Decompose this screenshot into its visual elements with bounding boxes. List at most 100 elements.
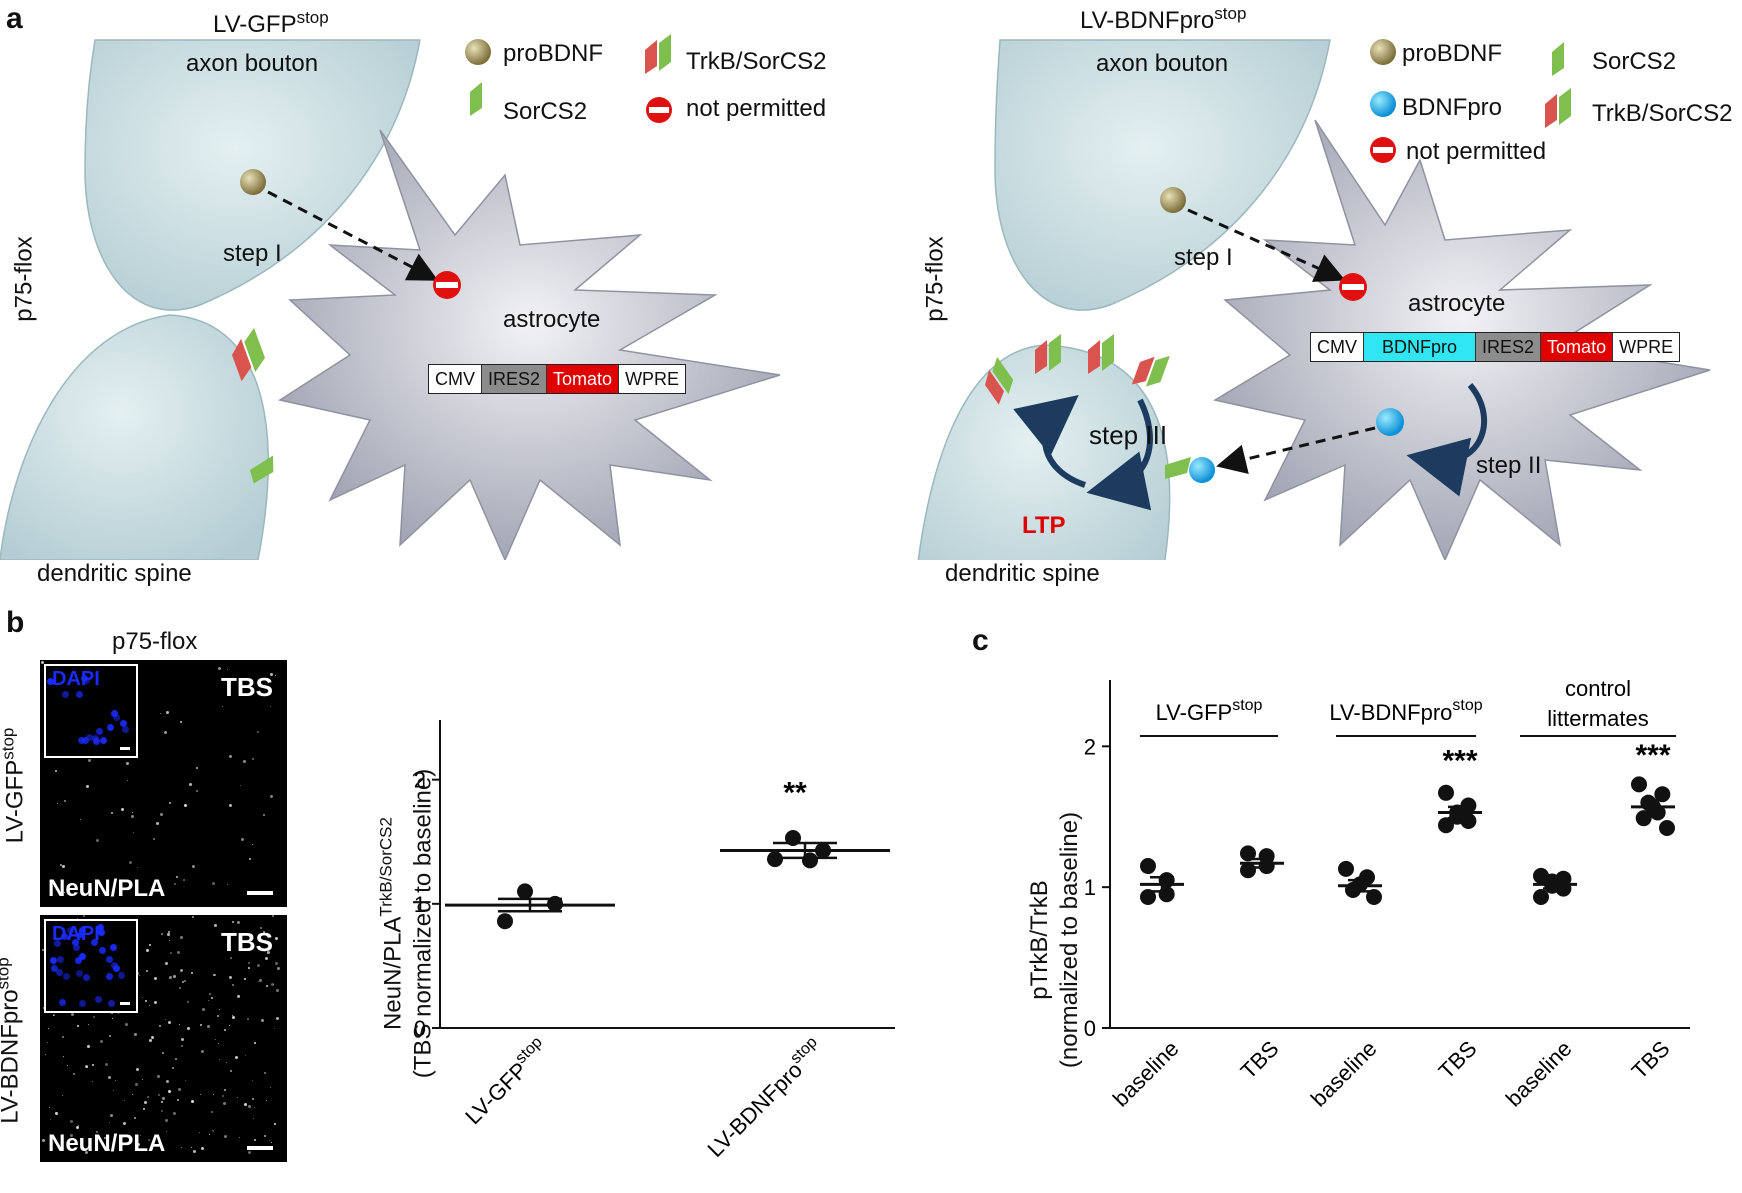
pla-speckle (272, 915, 274, 917)
pla-speckle (108, 1149, 110, 1151)
pla-speckle (162, 1097, 165, 1100)
dapi-nucleus (50, 957, 57, 964)
legend-left-trkb-sorcs2-icon (645, 34, 671, 74)
pla-speckle (42, 949, 44, 951)
pla-speckle (50, 1119, 51, 1120)
left-sorcs2-receptor-icon (250, 455, 274, 484)
pla-speckle (244, 1103, 247, 1106)
pla-speckle (196, 767, 198, 769)
construct-cmv: CMV (429, 365, 482, 393)
pla-speckle (83, 915, 85, 917)
pla-speckle (90, 889, 92, 891)
construct-wpre: WPRE (1613, 333, 1680, 361)
pla-speckle (139, 975, 140, 976)
legend-left-probdnf-label: proBDNF (503, 40, 604, 67)
pla-speckle (248, 967, 250, 969)
neun-pla-label: NeuN/PLA (48, 1130, 166, 1157)
dapi-nucleus (72, 939, 79, 946)
dapi-nucleus (54, 940, 61, 947)
pla-speckle (162, 1052, 164, 1054)
pla-speckle (149, 1005, 150, 1006)
dapi-nucleus (61, 933, 68, 940)
pla-speckle (100, 1040, 103, 1043)
right-step2-release-arrow (1216, 426, 1376, 474)
pla-speckle (185, 1080, 186, 1081)
pla-speckle (219, 1009, 220, 1010)
dapi-nucleus (86, 734, 93, 741)
dapi-nucleus (122, 726, 129, 733)
pla-speckle (229, 1025, 230, 1026)
pla-speckle (154, 977, 157, 980)
pla-speckle (218, 1043, 219, 1044)
pla-speckle (199, 1132, 200, 1133)
data-point (1438, 817, 1454, 834)
group-label: LV-BDNFprostop (1329, 697, 1482, 725)
pla-speckle (168, 1090, 171, 1093)
dapi-nucleus (67, 927, 74, 934)
pla-speckle (110, 1114, 113, 1117)
pla-speckle (135, 1083, 138, 1086)
pla-speckle (64, 892, 65, 893)
pla-speckle (143, 1108, 145, 1110)
pla-speckle (161, 933, 163, 935)
pla-speckle (263, 931, 265, 933)
pla-speckle (265, 957, 268, 960)
pla-speckle (227, 934, 229, 936)
pla-speckle (191, 1147, 192, 1148)
pla-speckle (189, 783, 192, 786)
pla-speckle (165, 1119, 168, 1122)
pla-speckle (229, 976, 232, 979)
pla-speckle (214, 924, 217, 927)
pla-speckle (53, 1014, 55, 1016)
right-axon-bouton-label: axon bouton (1096, 50, 1229, 77)
right-not-permitted-icon (1339, 273, 1367, 301)
pla-speckle (271, 983, 274, 986)
dapi-nucleus (59, 999, 66, 1006)
pla-speckle (124, 1100, 125, 1101)
pla-speckle (55, 1112, 58, 1115)
pla-speckle (227, 669, 228, 670)
pla-speckle (99, 883, 101, 885)
y-tick-label: 2 (414, 768, 426, 793)
pla-speckle (276, 1017, 279, 1020)
left-dendritic-spine-label: dendritic spine (37, 560, 192, 587)
pla-speckle (187, 1027, 190, 1030)
pla-speckle (270, 1087, 271, 1088)
pla-speckle (146, 970, 148, 972)
y-tick-label: 0 (414, 1016, 426, 1041)
pla-speckle (248, 962, 250, 964)
pla-speckle (166, 1131, 167, 1132)
pla-speckle (153, 838, 155, 840)
dapi-nucleus (96, 728, 103, 735)
pla-speckle (60, 864, 62, 866)
pla-speckle (86, 785, 89, 788)
right-side-label: p75-flox (921, 236, 949, 322)
y-tick-label: 0 (1084, 1016, 1096, 1041)
tbs-label: TBS (221, 672, 273, 702)
legend-right-sorcs2-icon (1552, 42, 1564, 76)
dapi-nucleus (113, 714, 120, 721)
dapi-nucleus (98, 929, 105, 936)
pla-speckle (136, 1068, 139, 1071)
pla-speckle (129, 861, 132, 864)
data-point (1140, 889, 1156, 906)
data-point (1240, 845, 1256, 862)
data-point (1345, 881, 1361, 898)
pla-speckle (237, 995, 240, 998)
right-trkb-sorcs2-receptor-icon-3 (1088, 334, 1114, 374)
legend-right-sorcs2-label: SorCS2 (1592, 48, 1677, 75)
pla-speckle (62, 1036, 64, 1038)
data-point (1158, 872, 1175, 889)
pla-speckle (70, 1134, 73, 1137)
pla-speckle (247, 1018, 249, 1020)
pla-speckle (223, 933, 225, 935)
pla-speckle (249, 858, 251, 860)
pla-speckle (232, 984, 234, 986)
group-label: LV-GFPstop (1156, 697, 1263, 725)
pla-speckle (170, 952, 172, 954)
pla-speckle (78, 1125, 79, 1126)
pla-speckle (257, 731, 259, 733)
legend-right-bdnfpro-label: BDNFpro (1402, 94, 1503, 121)
right-step1-arrow (1187, 208, 1346, 282)
dapi-label: DAPI (52, 668, 100, 690)
